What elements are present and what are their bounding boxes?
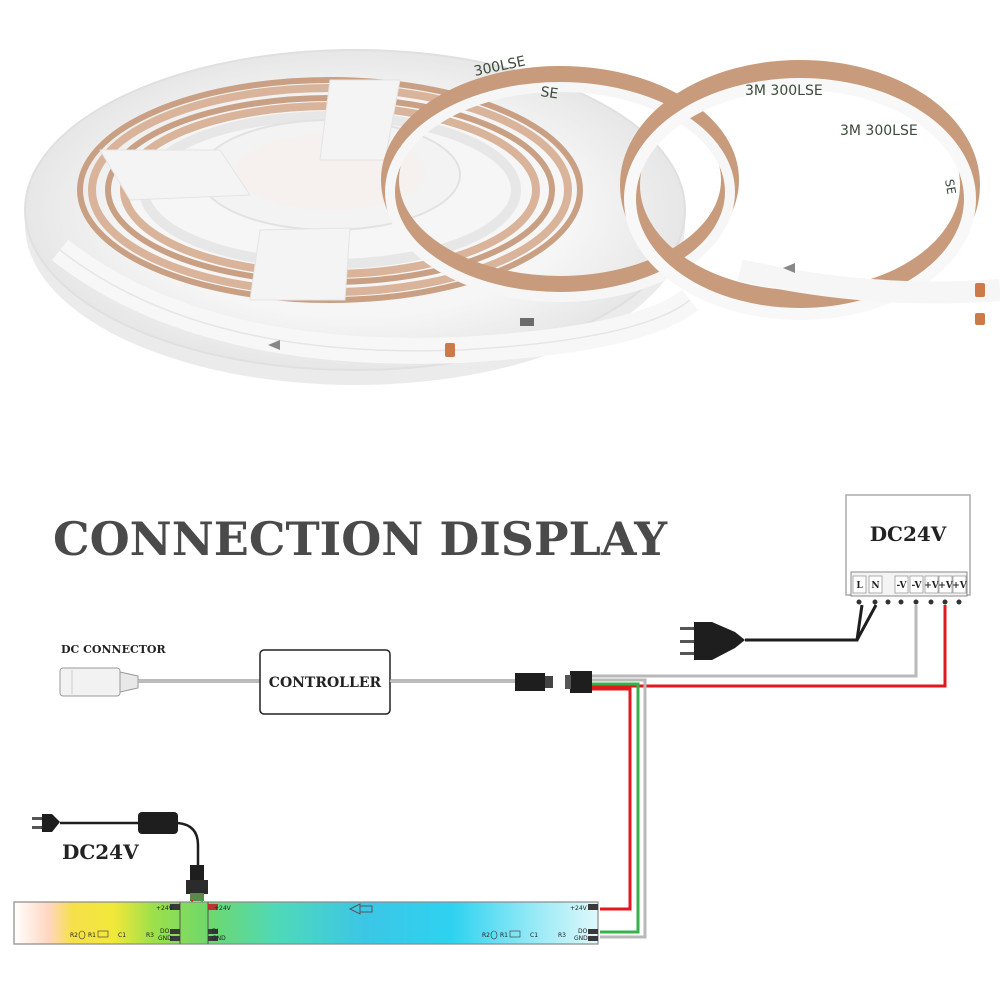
diagram-title: CONNECTION DISPLAY: [53, 512, 668, 566]
power-adapter: [138, 812, 178, 834]
strip-label-c1-b: C1: [530, 932, 538, 939]
arrow-left-icon: [268, 340, 280, 350]
dc-connector: [59, 667, 139, 697]
strip-label-do-right: DO: [578, 928, 588, 935]
terminal-l: L: [856, 581, 863, 591]
power-supply: DC24V L N -V -V +V +V +V: [845, 494, 971, 605]
controller-box: CONTROLLER: [259, 649, 391, 715]
arrow-left-icon: [348, 903, 373, 915]
terminal-pos-2: +V: [938, 581, 954, 591]
controller-label: CONTROLLER: [269, 675, 382, 691]
terminal-pos-1: +V: [924, 581, 940, 591]
strip-label-gnd-mid: GND: [212, 935, 226, 942]
plug-icon: [32, 814, 60, 832]
strip-label-r3: R3: [146, 932, 154, 939]
strip-label-di: DI: [212, 928, 219, 935]
terminal-neg-2: -V: [911, 581, 922, 591]
plug-icon: [680, 622, 745, 660]
strip-label-r2: R2: [70, 932, 78, 939]
strip-label-gnd-left: GND: [158, 935, 172, 942]
led-strip-reel-illustration: 300LSE SE 3M 300LSE 3M 300LSE SE: [24, 49, 1000, 385]
strip-label-r1-b: R1: [500, 932, 508, 939]
tape-text-brand: 3M 300LSE: [745, 83, 823, 99]
terminal-n: N: [871, 581, 879, 591]
strip-label-24v-mid: +24V: [214, 905, 232, 912]
tape-text-se-2: SE: [942, 178, 958, 195]
strip-label-c1: C1: [118, 932, 126, 939]
strip-label-r2-b: R2: [482, 932, 490, 939]
strip-label-do: DO: [160, 928, 170, 935]
strip-label-24v-left: +24V: [156, 905, 174, 912]
power-supply-label: DC24V: [870, 522, 947, 546]
strip-label-gnd-right: GND: [574, 935, 588, 942]
adapter-label: DC24V: [62, 840, 139, 864]
dc-plug: [186, 865, 208, 901]
terminal-neg-1: -V: [896, 581, 907, 591]
dc-connector-label: DC CONNECTOR: [61, 643, 166, 656]
tape-text-se: SE: [539, 84, 559, 102]
led-strip: +24V +24V +24V DO GND DI GND DO GND R2 R…: [13, 901, 599, 945]
strip-label-24v-right: +24V: [570, 905, 588, 912]
terminal-pos-3: +V: [952, 581, 968, 591]
strip-label-r3-b: R3: [558, 932, 566, 939]
arrow-left-icon: [783, 263, 795, 273]
jst-connector-male: [515, 673, 553, 691]
tape-text-brand-2: 3M 300LSE: [840, 123, 918, 139]
strip-label-r1: R1: [88, 932, 96, 939]
jst-connector-female: [565, 671, 592, 693]
